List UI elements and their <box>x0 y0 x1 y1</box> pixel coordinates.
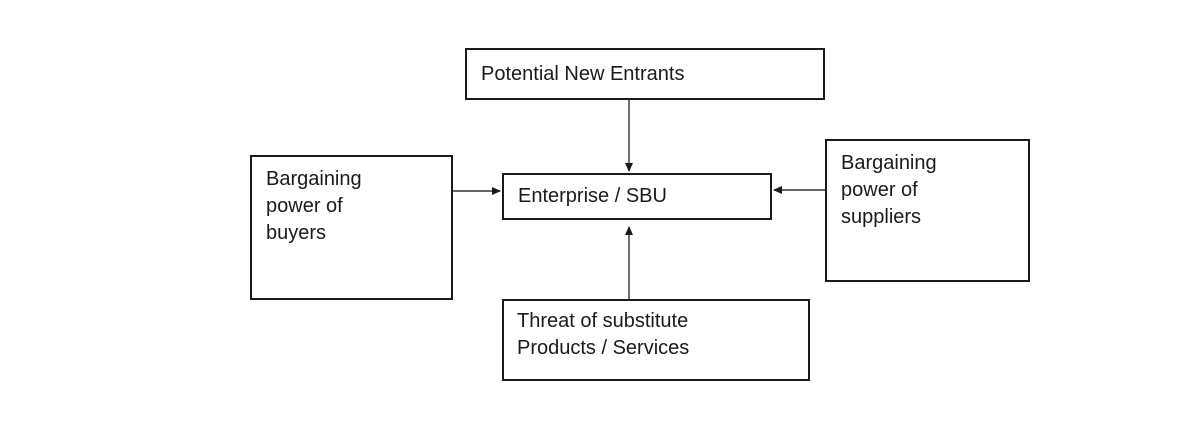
box-potential-new-entrants: Potential New Entrants <box>465 48 825 100</box>
box-threat-of-substitutes: Threat of substitute Products / Services <box>502 299 810 381</box>
box-buyers-label-line-2: power of <box>266 195 343 217</box>
box-bargaining-power-of-suppliers: Bargaining power of suppliers <box>825 139 1030 282</box>
box-suppliers-label-line-2: power of <box>841 179 918 201</box>
box-enterprise-sbu: Enterprise / SBU <box>502 173 772 220</box>
box-suppliers-label-line-1: Bargaining <box>841 152 937 174</box>
box-potential-new-entrants-label: Potential New Entrants <box>481 62 685 85</box>
box-substitutes-label-line-2: Products / Services <box>517 337 690 359</box>
box-bargaining-power-of-buyers: Bargaining power of buyers <box>250 155 453 300</box>
box-suppliers-label-line-3: suppliers <box>841 206 922 228</box>
box-buyers-label-line-1: Bargaining <box>266 168 362 190</box>
box-buyers-label-line-3: buyers <box>266 222 327 244</box>
box-enterprise-sbu-label: Enterprise / SBU <box>518 185 667 207</box>
box-substitutes-label-line-1: Threat of substitute <box>517 310 689 332</box>
